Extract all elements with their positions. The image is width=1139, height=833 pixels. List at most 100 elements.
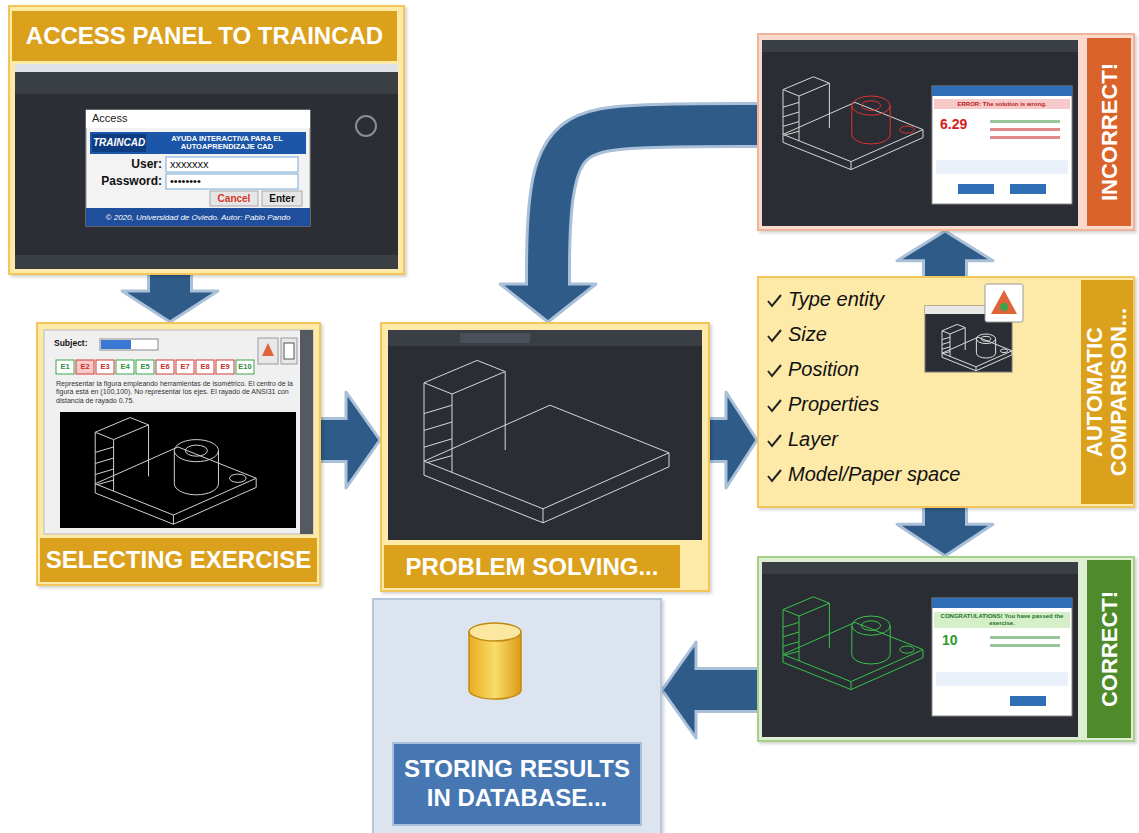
- notes-area: [936, 160, 1068, 174]
- flow-arrow: [500, 125, 757, 322]
- password-field: [166, 174, 298, 189]
- ribbon: [762, 40, 1078, 52]
- database-top: [469, 623, 521, 641]
- checker-icon-mark: [991, 290, 1017, 314]
- summary-line: [990, 136, 1060, 139]
- exercise-button: [56, 360, 74, 374]
- notes-icon: [281, 338, 297, 364]
- panel-heading: INCORRECT!: [1087, 38, 1131, 226]
- arrow-shaft-outline: [922, 508, 968, 527]
- dialog-button: [958, 184, 994, 194]
- screen-text: E3: [96, 360, 114, 374]
- dialog-header: [932, 86, 1072, 96]
- dialog-title-bar: [86, 110, 310, 128]
- exercise-panel: [44, 330, 313, 534]
- exercise-button: [76, 360, 94, 374]
- database-body: [469, 632, 521, 699]
- arrow-head: [897, 524, 993, 556]
- screen-text: User:: [96, 158, 162, 172]
- screen-text: CONGRATULATIONS! You have passed the exe…: [936, 612, 1068, 628]
- solve-icon: [258, 338, 278, 364]
- ribbon: [388, 330, 702, 346]
- screen-text: TRAINCAD: [92, 134, 146, 152]
- subject-dropdown: [100, 339, 158, 350]
- solve-icon-mark: [262, 343, 274, 356]
- exercise-button: [216, 360, 234, 374]
- screen-text: 10: [942, 632, 986, 648]
- drawing-correct: [783, 597, 923, 690]
- arrow-shaft: [925, 258, 965, 276]
- login-dialog: [86, 110, 310, 226]
- dialog-footer: [86, 208, 310, 226]
- logo-box: [92, 134, 146, 152]
- screen-text: 6.29: [940, 116, 984, 132]
- dialog-button: [1010, 184, 1046, 194]
- check-mark: [768, 435, 781, 446]
- exercise-button: [236, 360, 254, 374]
- check-item: Type entity: [788, 288, 918, 311]
- success-banner: [934, 612, 1070, 628]
- thumbnail-part: [942, 324, 1012, 370]
- solving-screenshot: [388, 330, 702, 540]
- summary-line: [990, 128, 1060, 131]
- arrow-head: [500, 284, 596, 322]
- arrow-head: [662, 642, 696, 738]
- cancel-button: [210, 191, 258, 206]
- screen-text: ERROR: The solution is wrong.: [936, 99, 1068, 109]
- error-banner: [934, 99, 1070, 109]
- drawing-tab: [460, 333, 530, 343]
- summary-line: [990, 636, 1060, 639]
- incorrect-screenshot: [762, 40, 1078, 226]
- check-mark: [768, 295, 781, 306]
- side-tabs: [300, 330, 313, 534]
- panel-heading: AUTOMATIC COMPARISON...: [1081, 280, 1133, 504]
- login-screenshot: [15, 64, 398, 269]
- arrow-shaft: [925, 508, 965, 527]
- check-item: Properties: [788, 393, 918, 416]
- dialog-header: [932, 598, 1072, 608]
- exercise-button: [116, 360, 134, 374]
- arrow-shaft: [150, 275, 190, 294]
- exercise-button: [96, 360, 114, 374]
- arrow-shaft: [710, 420, 729, 460]
- enter-button: [262, 191, 302, 206]
- flow-arrow: [710, 392, 757, 488]
- notes-area: [936, 672, 1068, 686]
- exercise-preview: [60, 412, 296, 528]
- flow-arrow: [122, 275, 218, 322]
- arrow-shaft: [693, 670, 757, 710]
- arrow-shaft: [321, 420, 349, 460]
- screen-text: © 2020, Universidad de Oviedo. Autor: Pa…: [88, 210, 308, 225]
- partial-drawing: [424, 360, 669, 522]
- screen-text: ••••••••: [170, 175, 290, 188]
- summary-line: [990, 644, 1060, 647]
- correct-screenshot: [762, 562, 1078, 737]
- dialog-button: [1010, 696, 1046, 706]
- screen-text: Cancel: [210, 192, 258, 205]
- arrow-head: [122, 291, 218, 322]
- screen-text: E2: [76, 360, 94, 374]
- panel-heading: ACCESS PANEL TO TRAINCAD: [12, 11, 397, 61]
- logo-banner: [90, 132, 306, 154]
- status-bar: [15, 255, 398, 269]
- cad-screen: [762, 562, 1078, 737]
- flow-arrow: [662, 642, 757, 738]
- panel-heading: PROBLEM SOLVING...: [384, 545, 680, 588]
- ribbon: [762, 562, 1078, 574]
- arrow-head: [726, 392, 757, 488]
- preview-part: [95, 418, 256, 525]
- screen-text: Subject:: [54, 339, 100, 349]
- panel-heading: CORRECT!: [1087, 560, 1131, 738]
- screen-text: E7: [176, 360, 194, 374]
- screen-text: AYUDA INTERACTIVA PARA EL AUTOAPRENDIZAJ…: [150, 133, 304, 153]
- check-item: Position: [788, 358, 918, 381]
- check-item: Layer: [788, 428, 918, 451]
- flow-arrow: [897, 231, 993, 276]
- view-cube: [356, 116, 376, 136]
- summary-line: [990, 120, 1060, 123]
- exercise-button: [196, 360, 214, 374]
- check-mark: [768, 330, 781, 341]
- exercise-screenshot: [44, 330, 313, 534]
